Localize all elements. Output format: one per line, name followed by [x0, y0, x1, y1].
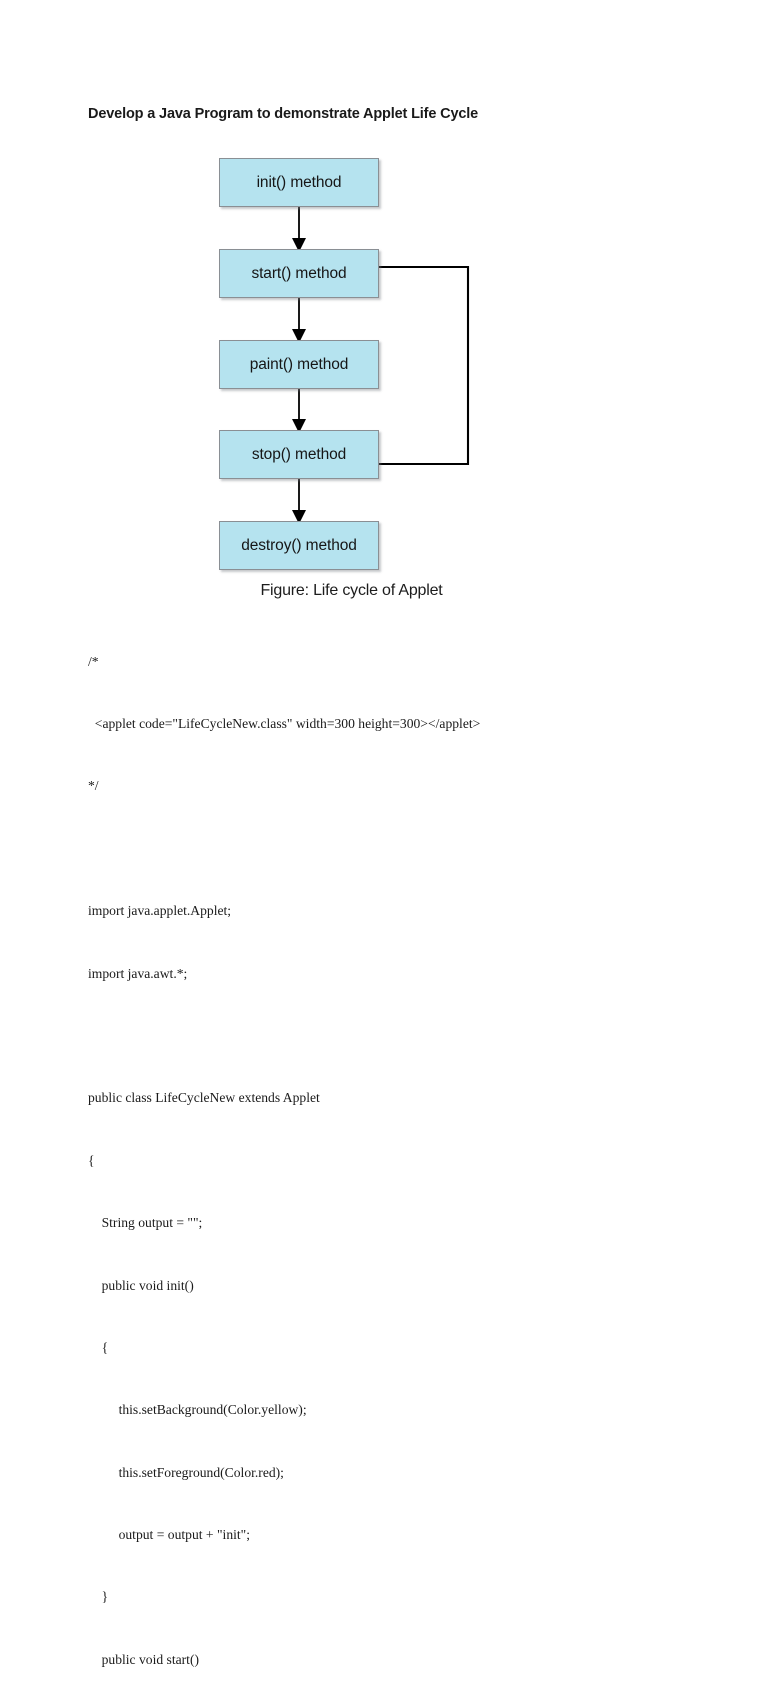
flow-node-stop[interactable]: stop() method [219, 430, 379, 479]
code-line: public void start() [88, 1651, 199, 1667]
arrow-start-to-paint [292, 298, 306, 343]
arrow-init-to-start [292, 207, 306, 252]
figure-caption-text: Figure: Life cycle of Applet [260, 582, 443, 599]
code-line: this.setBackground(Color.yellow); [88, 1402, 307, 1418]
code-line-blank [88, 1026, 708, 1047]
flow-node-paint-label: paint() method [249, 355, 349, 373]
flow-node-stop-label: stop() method [251, 445, 347, 463]
code-line: import java.applet.Applet; [88, 903, 232, 919]
flowchart-connectors [292, 207, 470, 524]
code-line: public void init() [88, 1277, 194, 1293]
code-line-blank [88, 839, 708, 860]
arrow-stop-to-destroy [292, 479, 306, 524]
flow-node-init-label: init() method [256, 173, 342, 191]
code-line: import java.awt.*; [88, 965, 188, 981]
flow-node-destroy-label: destroy() method [241, 536, 357, 554]
code-line: this.setForeground(Color.red); [88, 1464, 284, 1480]
page-title: Develop a Java Program to demonstrate Ap… [88, 106, 479, 122]
flow-node-start-label: start() method [251, 264, 347, 282]
arrow-paint-to-stop [292, 389, 306, 433]
flow-node-start[interactable]: start() method [219, 249, 379, 298]
code-line: <applet code="LifeCycleNew.class" width=… [88, 715, 481, 731]
flow-node-init[interactable]: init() method [219, 158, 379, 207]
flow-node-paint[interactable]: paint() method [219, 340, 379, 389]
flow-node-destroy[interactable]: destroy() method [219, 521, 379, 570]
code-line: */ [88, 778, 99, 794]
code-line: /* [88, 653, 99, 669]
code-line: { [88, 1339, 109, 1355]
code-line: public class LifeCycleNew extends Applet [88, 1090, 320, 1106]
applet-lifecycle-figure: init() method start() method paint() met… [0, 0, 768, 620]
code-line: String output = ""; [88, 1215, 203, 1231]
figure-caption: Figure: Life cycle of Applet [0, 582, 768, 600]
code-line: output = output + "init"; [88, 1527, 250, 1543]
code-line: { [88, 1152, 95, 1168]
java-code-listing: /* <applet code="LifeCycleNew.class" wid… [88, 610, 708, 1691]
code-line: } [88, 1589, 109, 1605]
